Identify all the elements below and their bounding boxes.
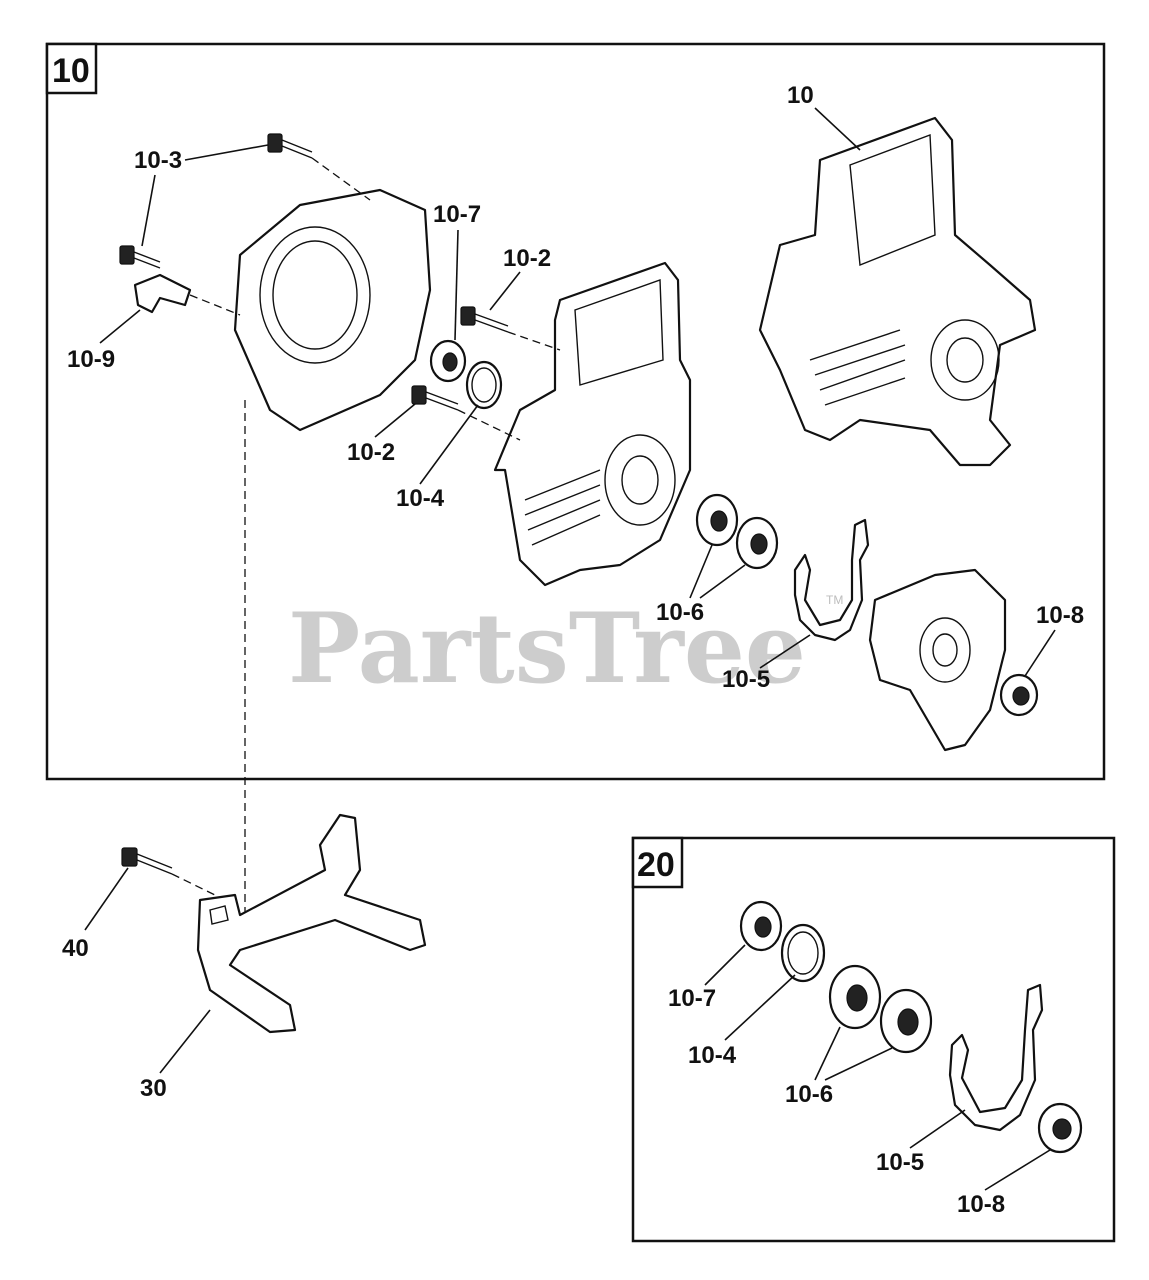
watermark-text: PartsTree [288, 592, 806, 705]
label-10-6: 10-6 [656, 599, 704, 626]
group-20-frame [631, 836, 1116, 1243]
bearing-10-6-b [735, 516, 779, 570]
screw-40-part [121, 847, 173, 875]
snap-ring-10-4 [465, 360, 503, 410]
crankcase-assembly-part [758, 116, 1037, 467]
gasket-10-5-kit [948, 983, 1044, 1132]
label-10-3: 10-3 [134, 147, 182, 174]
label-20-10-7: 10-7 [668, 985, 716, 1012]
bearing-10-6-a [695, 493, 739, 547]
group-20: 20 10-7 10-4 10-6 10-5 10-8 [631, 836, 1116, 1243]
bearing-10-6-kit-b [879, 988, 933, 1054]
label-10-4: 10-4 [396, 485, 445, 512]
snap-ring-10-4-kit [780, 923, 826, 983]
label-40: 40 [62, 935, 89, 962]
seal-10-7-kit [739, 900, 783, 952]
group-10: 10 [45, 42, 1106, 915]
label-20-10-6: 10-6 [785, 1081, 833, 1108]
assembly-line-3 [507, 331, 561, 351]
watermark-trademark: TM [826, 593, 843, 607]
label-10-7: 10-7 [433, 201, 481, 228]
gasket-10-5 [793, 518, 870, 642]
crankcase-small-part [868, 568, 1007, 752]
label-10-2-upper: 10-2 [503, 245, 551, 272]
clamp-10-9 [133, 273, 192, 314]
label-20-10-8: 10-8 [957, 1191, 1005, 1218]
seal-10-8-kit [1037, 1102, 1083, 1154]
label-10-5: 10-5 [722, 666, 770, 693]
group-10-frame [45, 42, 1106, 781]
bracket-30-part [196, 813, 427, 1034]
label-10: 10 [787, 82, 814, 109]
label-20-10-4: 10-4 [688, 1042, 737, 1069]
screw-10-3-lower [119, 245, 161, 269]
screw-10-3-upper [267, 133, 313, 159]
fan-cover-part [233, 188, 432, 432]
screw-10-2-upper [460, 306, 509, 333]
screw-10-2-lower [411, 385, 459, 411]
group-10-tag: 10 [52, 52, 90, 90]
assembly-line-4 [457, 409, 521, 441]
group-10-tag-box [45, 42, 98, 95]
bearing-10-6-kit-a [828, 964, 882, 1030]
assembly-line-6 [171, 873, 216, 896]
group-20-tag: 20 [637, 846, 675, 884]
label-10-8: 10-8 [1036, 602, 1084, 629]
crankcase-half-part [493, 261, 692, 587]
assembly-line-1 [311, 157, 371, 201]
label-10-9: 10-9 [67, 346, 115, 373]
label-30: 30 [140, 1075, 167, 1102]
label-10-2-lower: 10-2 [347, 439, 395, 466]
assembly-line-2 [189, 294, 241, 316]
group-20-tag-box [631, 836, 684, 889]
seal-10-8 [999, 673, 1039, 717]
seal-10-7 [429, 339, 467, 383]
label-20-10-5: 10-5 [876, 1149, 924, 1176]
